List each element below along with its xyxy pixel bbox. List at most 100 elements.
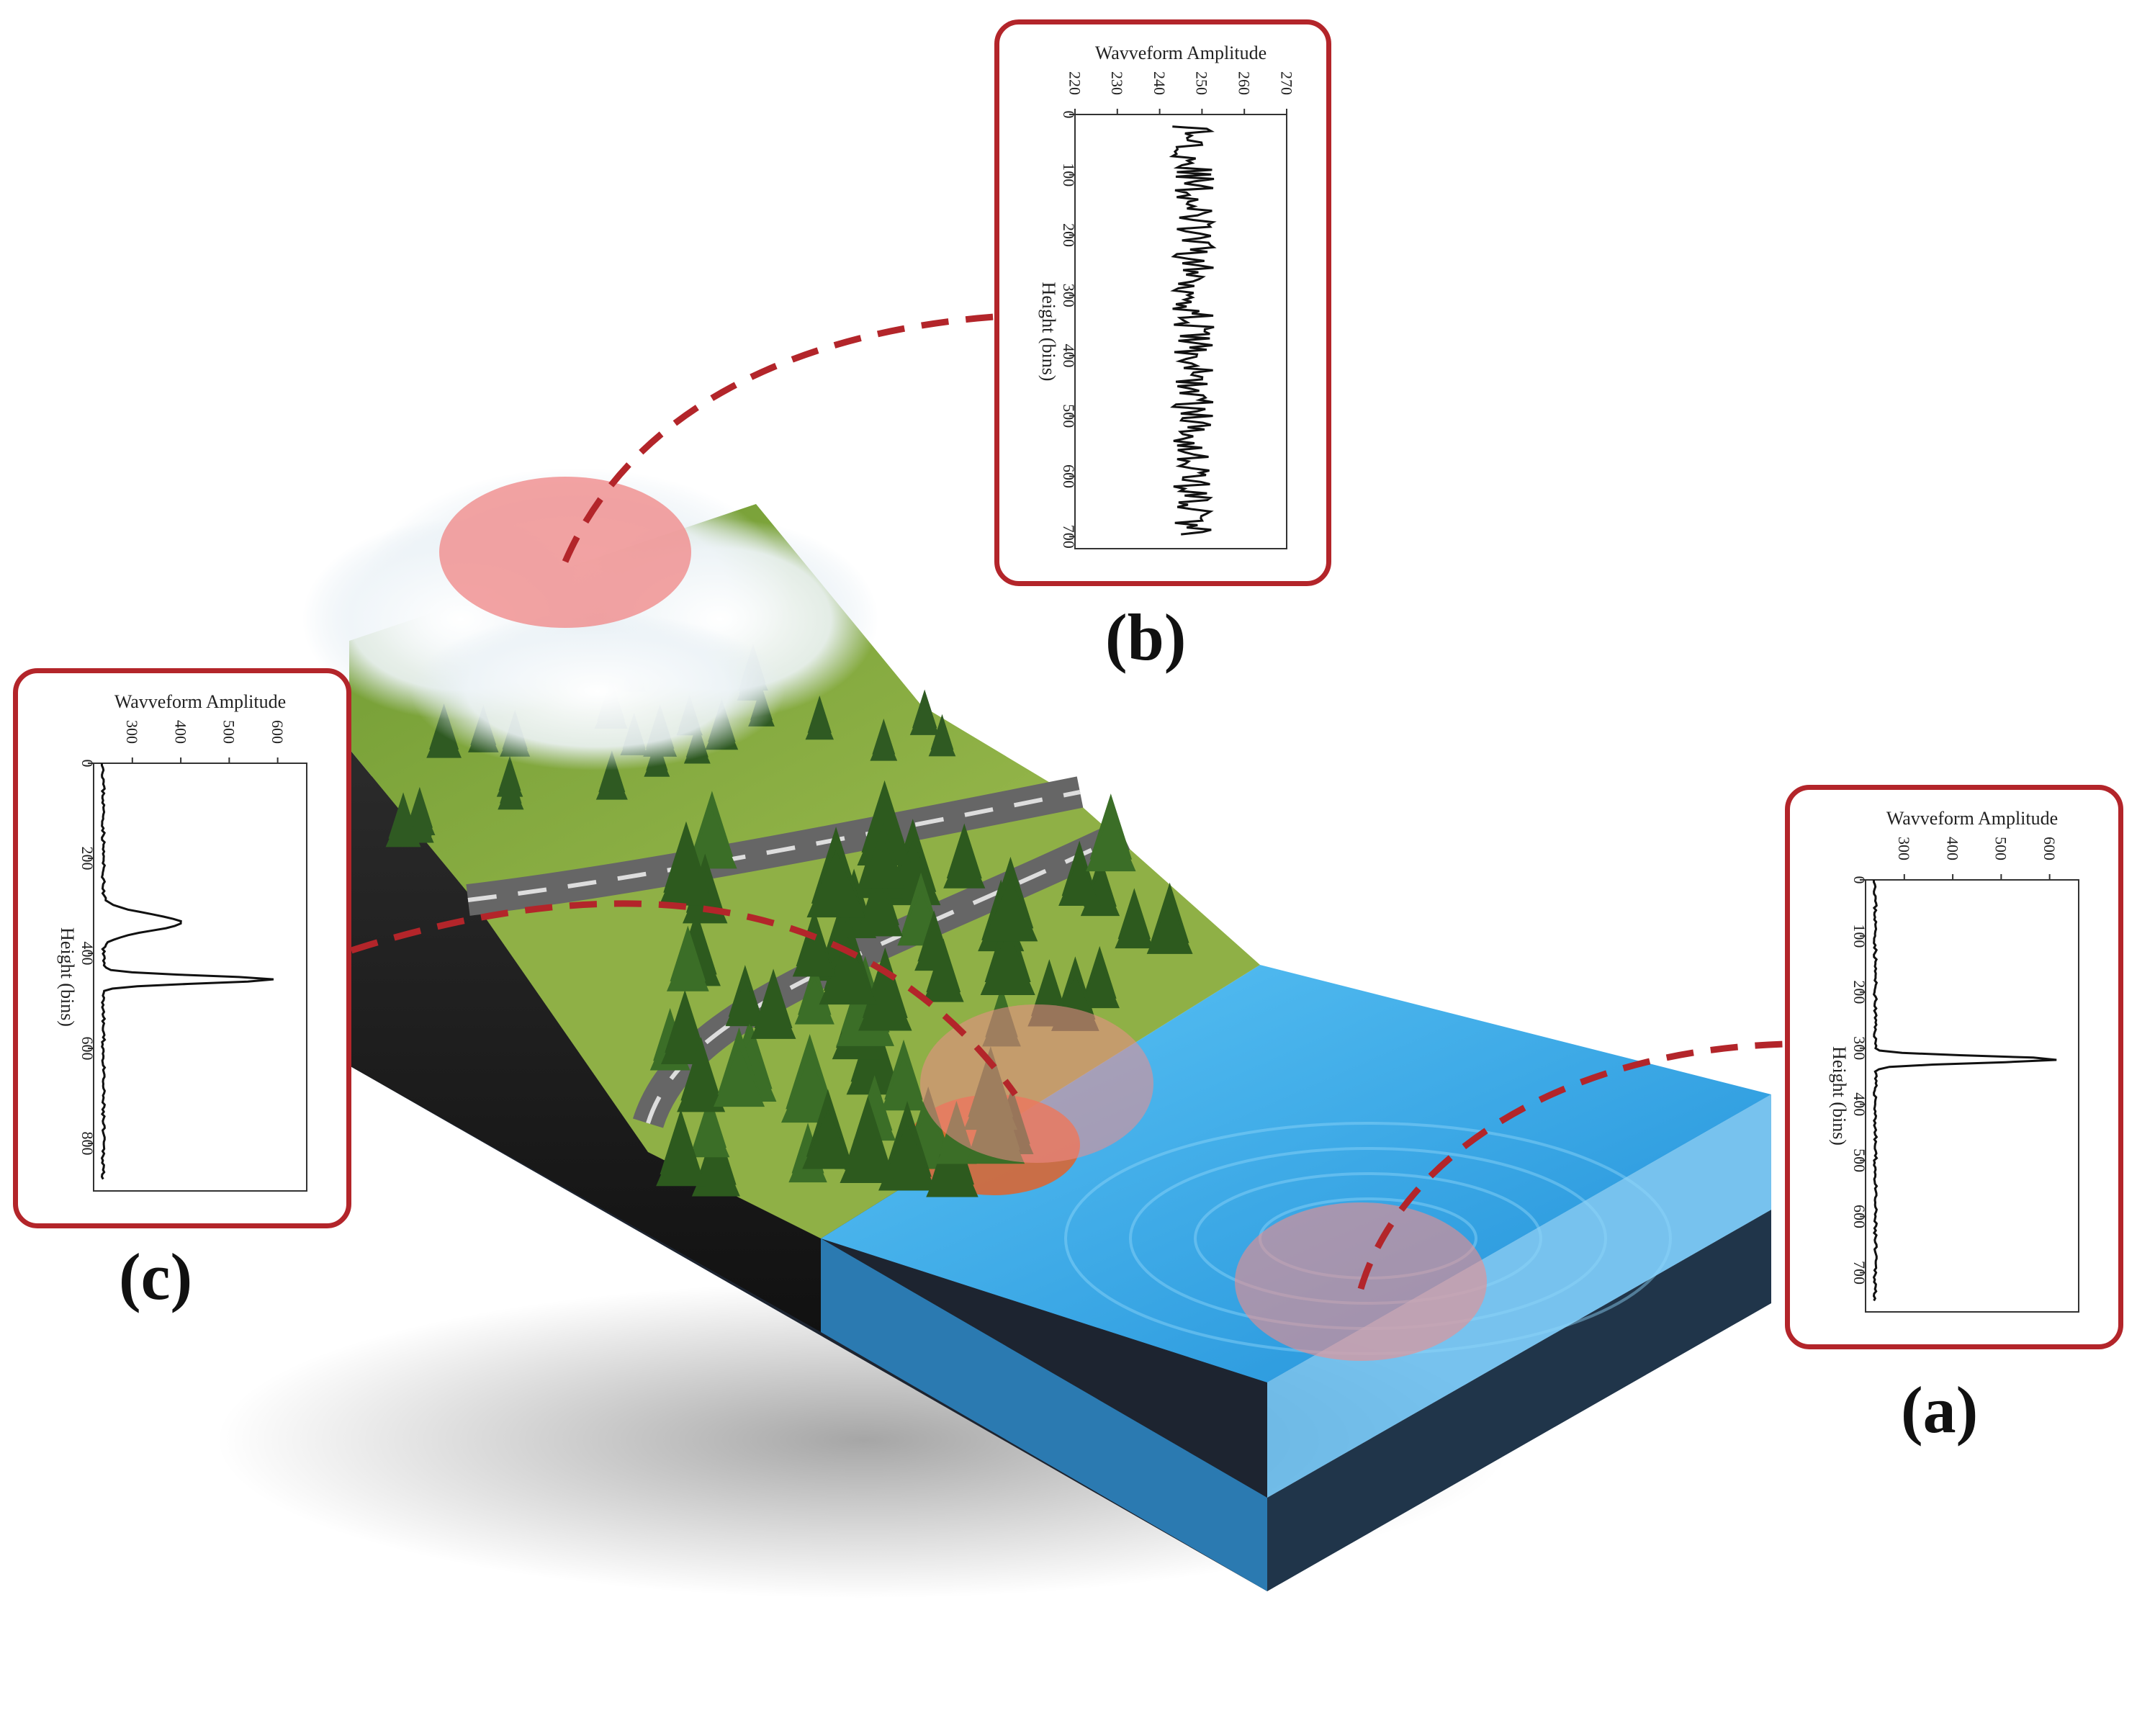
x-tick-label: 300 xyxy=(1895,837,1913,860)
x-tick-label: 600 xyxy=(2041,837,2059,860)
slab-side-front xyxy=(1267,1210,1771,1591)
pine-tree xyxy=(687,791,737,869)
pine-tree xyxy=(861,822,905,889)
pine-tree xyxy=(980,909,1035,995)
y-tick-label: 400 xyxy=(78,942,96,966)
y-tick-label: 0 xyxy=(78,760,96,768)
y-tick-label: 100 xyxy=(1850,924,1868,948)
pine-tree xyxy=(878,1101,937,1191)
plot-frame xyxy=(93,763,307,1192)
pine-tree xyxy=(750,968,796,1039)
slab-side-water xyxy=(821,1238,1267,1591)
pine-tree xyxy=(881,1039,927,1111)
pine-tree xyxy=(840,1096,896,1183)
leader-line-b xyxy=(562,313,995,563)
caption-b: (b) xyxy=(1105,601,1187,674)
pine-tree xyxy=(802,1089,854,1169)
pine-tree xyxy=(856,863,904,937)
x-tick-label: 260 xyxy=(1236,71,1254,95)
y-tick-label: 100 xyxy=(1060,163,1078,186)
x-tick-label: 300 xyxy=(123,720,141,744)
y-axis-label: Height (bins) xyxy=(1829,1046,1850,1146)
leader-line-c xyxy=(350,900,1018,1097)
upper-road-marking xyxy=(467,790,1081,902)
x-tick-label: 230 xyxy=(1108,71,1126,95)
slab-front-water xyxy=(1267,1094,1771,1498)
y-tick-label: 0 xyxy=(1060,111,1078,119)
pine-tree xyxy=(909,689,940,735)
lower-road-marking xyxy=(646,833,1125,1124)
y-tick-label: 300 xyxy=(1060,284,1078,307)
plot-frame xyxy=(1865,879,2079,1313)
leader-line-a xyxy=(1357,1040,1786,1290)
pine-tree xyxy=(595,750,628,800)
pine-tree xyxy=(689,1094,730,1158)
x-tick-label: 250 xyxy=(1193,71,1211,95)
pine-tree xyxy=(805,695,834,740)
x-tick-label: 400 xyxy=(171,720,189,744)
caption-a: (a) xyxy=(1901,1373,1979,1447)
y-axis-label: Height (bins) xyxy=(1038,282,1059,382)
x-tick-label: 220 xyxy=(1066,71,1084,95)
waveform-line xyxy=(1872,879,2057,1302)
footprint-c-forest xyxy=(920,1004,1153,1163)
pine-tree xyxy=(928,714,956,757)
y-tick-label: 500 xyxy=(1850,1148,1868,1172)
plot-frame xyxy=(1074,114,1287,549)
y-tick-label: 600 xyxy=(1850,1205,1868,1228)
pine-tree xyxy=(983,856,1038,942)
x-tick-label: 400 xyxy=(1943,837,1961,860)
waveform-chart-a: Wavveform Amplitude 300 400 500 600 0 100 200 30… xyxy=(1829,808,2079,1313)
pine-tree xyxy=(406,800,434,843)
pine-tree xyxy=(656,1109,706,1187)
y-tick-label: 700 xyxy=(1060,525,1078,549)
pine-tree xyxy=(1086,793,1136,872)
y-tick-label: 700 xyxy=(1850,1261,1868,1285)
y-tick-label: 200 xyxy=(78,847,96,871)
pine-tree xyxy=(498,769,524,810)
y-tick-label: 600 xyxy=(1060,464,1078,488)
waveform-panel-a: Wavveform Amplitude 300 400 500 600 0 100 200 30… xyxy=(1785,785,2123,1349)
waveform-line xyxy=(100,763,274,1180)
y-tick-label: 600 xyxy=(78,1037,96,1061)
pine-tree xyxy=(914,910,954,971)
pine-tree xyxy=(666,925,709,991)
caption-c: (c) xyxy=(119,1240,193,1313)
pine-tree xyxy=(677,1037,726,1112)
y-tick-label: 200 xyxy=(1850,980,1868,1004)
x-tick-label: 500 xyxy=(1992,837,2010,860)
pine-tree xyxy=(713,1027,765,1107)
y-tick-label: 800 xyxy=(78,1132,96,1156)
waveform-chart-c: Wavveform Amplitude 300 400 500 600 0 200 400 60… xyxy=(57,691,307,1192)
y-tick-label: 200 xyxy=(1060,223,1078,247)
pine-tree xyxy=(1079,945,1120,1009)
y-tick-label: 0 xyxy=(1850,876,1868,884)
axis-title: Wavveform Amplitude xyxy=(114,691,286,712)
x-tick-label: 500 xyxy=(220,720,238,744)
pine-tree xyxy=(943,823,986,889)
axis-title: Wavveform Amplitude xyxy=(1886,808,2058,829)
waveform-panel-b: Wavveform Amplitude 220 230 240 250 260 270 0 10… xyxy=(994,19,1331,586)
waveform-line xyxy=(1169,125,1217,536)
y-tick-label: 300 xyxy=(1850,1036,1868,1060)
x-tick-label: 240 xyxy=(1151,71,1169,95)
pine-tree xyxy=(1146,882,1193,954)
y-tick-label: 400 xyxy=(1850,1092,1868,1116)
x-tick-label: 600 xyxy=(269,720,287,744)
y-tick-label: 400 xyxy=(1060,344,1078,368)
axis-title: Wavveform Amplitude xyxy=(1095,42,1267,63)
pine-tree xyxy=(806,827,865,918)
waveform-chart-b: Wavveform Amplitude 220 230 240 250 260 270 0 10… xyxy=(1038,42,1295,549)
pine-tree xyxy=(870,718,898,761)
y-axis-label: Height (bins) xyxy=(57,927,78,1027)
pine-tree xyxy=(659,821,714,906)
pine-tree xyxy=(1058,840,1101,907)
lake-surface xyxy=(821,965,1771,1382)
pine-tree xyxy=(725,965,765,1027)
waveform-panel-c: Wavveform Amplitude 300 400 500 600 0 200 400 60… xyxy=(13,668,351,1228)
x-tick-label: 270 xyxy=(1277,71,1295,95)
footprint-b-cloud xyxy=(439,477,691,628)
pine-tree xyxy=(1115,888,1154,949)
y-tick-label: 500 xyxy=(1060,404,1078,428)
